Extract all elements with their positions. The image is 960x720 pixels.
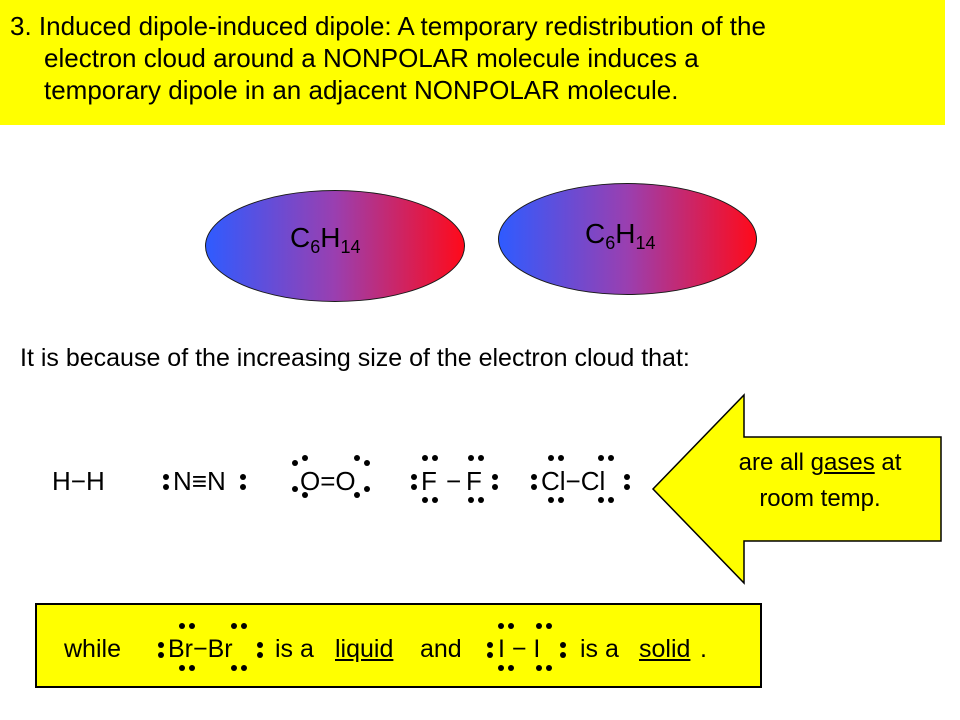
lone-pair-dot — [508, 665, 514, 671]
lone-pair-dot — [163, 474, 169, 480]
lone-pair-dot — [498, 665, 504, 671]
lone-pair-dot — [498, 623, 504, 629]
bottom-while: while — [64, 635, 121, 663]
lone-pair-dot — [558, 455, 564, 461]
lone-pair-dot — [492, 474, 498, 480]
header-banner: 3. Induced dipole-induced dipole: A temp… — [0, 0, 945, 125]
molecule-br2: Br−Br — [155, 620, 269, 675]
lone-pair-dot — [354, 455, 360, 461]
lone-pair-dot — [158, 642, 164, 648]
molecule-f2-bond: − — [446, 466, 462, 496]
bottom-is-a-2: is a — [580, 635, 619, 663]
lone-pair-dot — [231, 665, 237, 671]
lone-pair-dot — [531, 484, 537, 490]
lone-pair-dot — [292, 486, 298, 492]
lone-pair-dot — [354, 492, 360, 498]
lone-pair-dot — [189, 623, 195, 629]
molecule-br2-text: Br−Br — [168, 635, 233, 663]
lone-pair-dot — [536, 665, 542, 671]
lone-pair-dot — [548, 455, 554, 461]
molecule-h2: H−H — [52, 466, 105, 496]
lone-pair-dot — [546, 623, 552, 629]
lone-pair-dot — [241, 665, 247, 671]
lone-pair-dot — [492, 484, 498, 490]
molecule-f2: F − F — [408, 452, 500, 507]
lone-pair-dot — [624, 484, 630, 490]
lone-pair-dot — [558, 497, 564, 503]
lone-pair-dot — [240, 484, 246, 490]
molecule-cl2-text: Cl−Cl — [541, 466, 606, 496]
lone-pair-dot — [531, 474, 537, 480]
arrow-caption-line-2: room temp. — [759, 485, 881, 512]
lone-pair-dot — [189, 665, 195, 671]
header-line-2: electron cloud around a NONPOLAR molecul… — [44, 43, 699, 73]
lone-pair-dot — [536, 623, 542, 629]
lone-pair-dot — [598, 497, 604, 503]
lone-pair-dot — [487, 642, 493, 648]
lone-pair-dot — [422, 497, 428, 503]
electron-cloud-oval-right — [498, 183, 757, 295]
explanation-sentence: It is because of the increasing size of … — [20, 344, 690, 372]
lone-pair-dot — [487, 652, 493, 658]
lone-pair-dot — [163, 484, 169, 490]
lone-pair-dot — [422, 455, 428, 461]
lone-pair-dot — [179, 665, 185, 671]
lone-pair-dot — [432, 455, 438, 461]
molecule-f2-left: F — [421, 466, 437, 496]
lone-pair-dot — [468, 497, 474, 503]
arrow-caption-line-1: are all gases at — [738, 449, 902, 476]
lone-pair-dot — [257, 652, 263, 658]
bottom-is-a-1: is a — [275, 635, 314, 663]
lone-pair-dot — [546, 665, 552, 671]
lone-pair-dot — [292, 460, 298, 466]
arrow-caption: are all gases at room temp. — [700, 445, 940, 517]
lone-pair-dot — [478, 455, 484, 461]
lone-pair-dot — [411, 474, 417, 480]
lone-pair-dot — [257, 642, 263, 648]
lone-pair-dot — [508, 623, 514, 629]
molecule-f2-right: F — [466, 466, 482, 496]
lone-pair-dot — [364, 460, 370, 466]
header-line-3: temporary dipole in an adjacent NONPOLAR… — [44, 75, 679, 105]
lone-pair-dot — [560, 642, 566, 648]
molecule-i2: I − I — [484, 620, 570, 675]
molecule-o2-text: O=O — [300, 466, 356, 496]
molecule-n2: N≡N — [160, 466, 250, 496]
left-arrow-shape — [651, 393, 942, 585]
bottom-solid: solid — [639, 635, 691, 663]
molecule-o2: O=O — [288, 452, 373, 507]
bottom-period: . — [700, 635, 707, 663]
electron-cloud-oval-left — [205, 190, 465, 302]
lone-pair-dot — [468, 455, 474, 461]
lone-pair-dot — [364, 486, 370, 492]
hexane-label-left: C6H14 — [290, 222, 361, 257]
lone-pair-dot — [179, 623, 185, 629]
bottom-and: and — [420, 635, 462, 663]
lone-pair-dot — [231, 623, 237, 629]
lone-pair-dot — [241, 623, 247, 629]
molecule-cl2: Cl−Cl — [528, 452, 638, 507]
lone-pair-dot — [432, 497, 438, 503]
lone-pair-dot — [598, 455, 604, 461]
lone-pair-dot — [302, 492, 308, 498]
lone-pair-dot — [240, 474, 246, 480]
lone-pair-dot — [608, 455, 614, 461]
lone-pair-dot — [478, 497, 484, 503]
lone-pair-dot — [608, 497, 614, 503]
header-line-1: 3. Induced dipole-induced dipole: A temp… — [10, 11, 766, 41]
lone-pair-dot — [158, 652, 164, 658]
molecule-i2-text: I − I — [498, 635, 541, 663]
lone-pair-dot — [560, 652, 566, 658]
bottom-liquid: liquid — [335, 635, 394, 663]
molecule-n2-text: N≡N — [173, 466, 226, 496]
hexane-label-right: C6H14 — [585, 218, 656, 253]
lone-pair-dot — [302, 455, 308, 461]
bottom-highlight-box — [35, 603, 762, 688]
lone-pair-dot — [548, 497, 554, 503]
lone-pair-dot — [411, 484, 417, 490]
lone-pair-dot — [624, 474, 630, 480]
